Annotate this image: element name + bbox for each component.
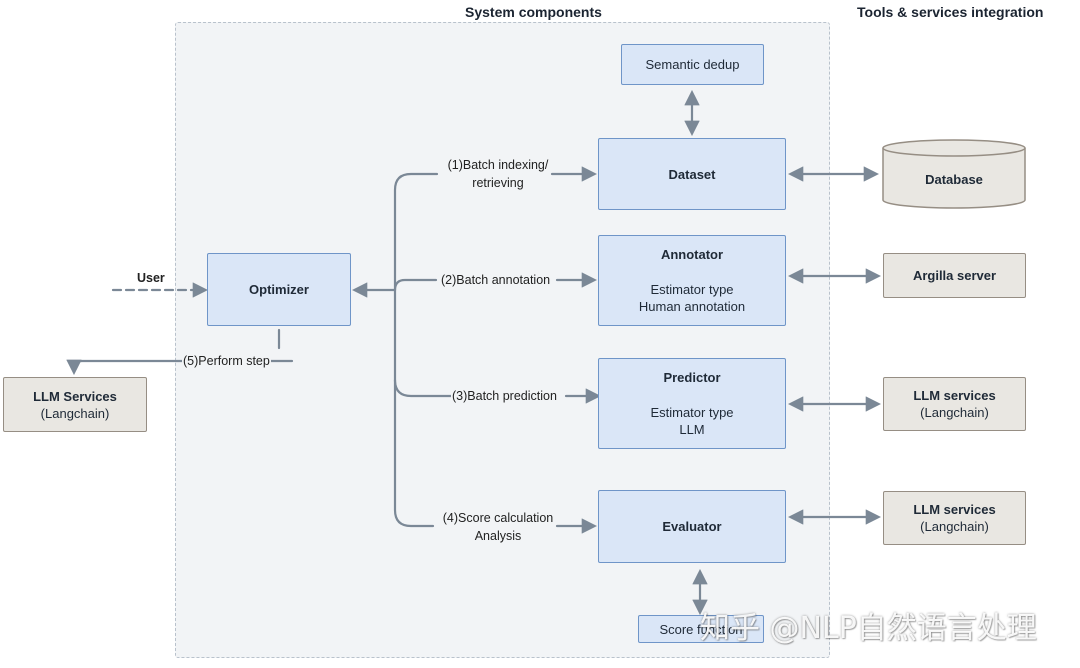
semantic-dedup-box: Semantic dedup: [621, 44, 764, 85]
evaluator-box: Evaluator: [598, 490, 786, 563]
annotator-box: Annotator Estimator type Human annotatio…: [598, 235, 786, 326]
llm-services-right-1-box: LLM services (Langchain): [883, 377, 1026, 431]
database-title: Database: [925, 171, 983, 187]
llm-services-left-box: LLM Services (Langchain): [3, 377, 147, 432]
perform-step-arrow: [66, 359, 294, 376]
llm-services-left-subtitle: (Langchain): [40, 405, 110, 421]
llm-services-left-title: LLM Services: [33, 388, 117, 404]
evaluator-title: Evaluator: [662, 519, 722, 534]
semantic-dedup-title: Semantic dedup: [645, 57, 740, 72]
argilla-server-title: Argilla server: [912, 268, 997, 283]
annotator-line2: Human annotation: [638, 299, 746, 314]
step2-label: (2)Batch annotation: [440, 273, 552, 287]
branch-3: [393, 378, 457, 398]
predictor-line2: LLM: [679, 422, 705, 437]
step1-label: (1)Batch indexing/ retrieving: [446, 158, 550, 190]
dataset-box: Dataset: [598, 138, 786, 210]
step4-label: (4)Score calculation Analysis: [441, 511, 555, 543]
dataset-title: Dataset: [668, 166, 716, 182]
database-label-area: Database: [883, 158, 1025, 200]
llm-services-right-2-title: LLM services: [913, 502, 996, 517]
score-function-box: Score function: [638, 615, 764, 643]
llm-services-right-2-subtitle: (Langchain): [920, 519, 989, 534]
predictor-box: Predictor Estimator type LLM: [598, 358, 786, 449]
database-cylinder: [882, 139, 1026, 209]
optimizer-title: Optimizer: [249, 282, 309, 297]
annotator-line1: Estimator type: [650, 282, 734, 297]
step5-label: (5)Perform step: [182, 354, 271, 368]
system-components-heading: System components: [465, 4, 602, 20]
llm-services-right-1-subtitle: (Langchain): [920, 405, 989, 420]
optimizer-box: Optimizer: [207, 253, 351, 326]
user-label: User: [137, 271, 165, 285]
predictor-line1: Estimator type: [650, 405, 734, 420]
llm-services-right-1-title: LLM services: [913, 388, 996, 403]
score-function-title: Score function: [659, 621, 743, 637]
predictor-title: Predictor: [663, 370, 721, 385]
branch-2: [393, 278, 438, 292]
tools-integration-heading: Tools & services integration: [857, 4, 1044, 20]
trunk: [393, 172, 439, 528]
step3-label: (3)Batch prediction: [451, 389, 558, 403]
watermark: 知乎 @NLP自然语言处理: [700, 611, 1037, 646]
argilla-server-box: Argilla server: [883, 253, 1026, 298]
llm-services-right-2-box: LLM services (Langchain): [883, 491, 1026, 545]
annotator-title: Annotator: [660, 247, 724, 262]
